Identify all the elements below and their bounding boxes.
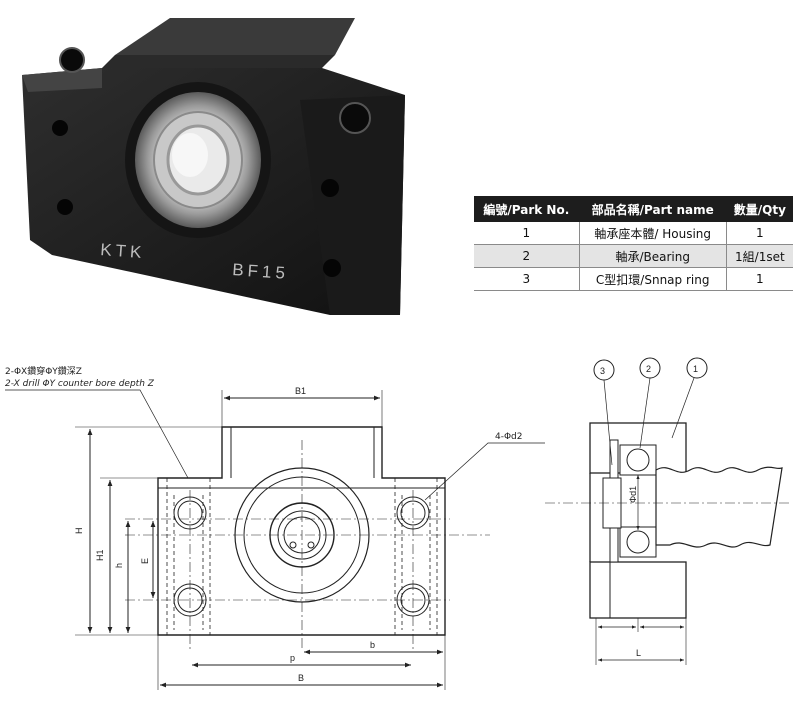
front-view-outline	[157, 426, 446, 636]
cell-part-no: 1	[474, 221, 580, 245]
header-part-no: 編號/Park No.	[474, 196, 580, 222]
table-header-row: 編號/Park No. 部品名稱/Part name 數量/Qty	[474, 196, 793, 222]
side-view-housing-bottom	[589, 561, 687, 619]
cell-part-no: 3	[474, 267, 580, 291]
mount-hole	[52, 120, 68, 136]
label-p: p	[290, 653, 295, 663]
label-b: b	[370, 640, 375, 650]
cell-part-name: 軸承/Bearing	[578, 244, 727, 268]
label-L: L	[636, 648, 641, 658]
label-h: h	[114, 563, 124, 568]
note-counterbore-en: 2-X drill ΦY counter bore depth Z	[5, 379, 155, 389]
note-counterbore-cn: 2-ΦX鑽穿ΦY鑽深Z	[5, 365, 82, 377]
cell-qty: 1組/1set	[725, 244, 793, 268]
label-E: E	[140, 558, 150, 564]
header-qty: 數量/Qty	[725, 196, 793, 222]
table-row: 2 軸承/Bearing 1組/1set	[474, 244, 793, 268]
table-row: 3 C型扣環/Snnap ring 1	[474, 267, 793, 291]
mount-hole	[177, 500, 203, 526]
callout-circle	[686, 357, 708, 379]
callout-number: 3	[600, 366, 605, 376]
note-holes: 4-Φd2	[495, 432, 523, 442]
product-photo: KTK BF15	[22, 18, 405, 315]
parts-table: 編號/Park No. 部品名稱/Part name 數量/Qty 1 軸承座本…	[474, 196, 793, 291]
mount-hole	[400, 500, 426, 526]
table-row: 1 軸承座本體/ Housing 1	[474, 221, 793, 245]
engraving-model: BF15	[232, 260, 290, 283]
header-part-name: 部品名稱/Part name	[578, 196, 727, 222]
cell-part-name: C型扣環/Snnap ring	[578, 267, 727, 291]
bearing-ball	[626, 448, 650, 472]
label-B1: B1	[295, 386, 306, 396]
technical-drawing: 2-ΦX鑽穿ΦY鑽深Z 2-X drill ΦY counter bore de…	[5, 357, 790, 690]
housing-top-boss	[115, 18, 355, 55]
label-H1: H1	[95, 549, 105, 561]
threaded-shaft	[655, 466, 783, 548]
mount-hole	[57, 199, 73, 215]
cell-qty: 1	[725, 267, 793, 291]
label-B: B	[298, 673, 304, 683]
label-d1: Φd1	[628, 486, 638, 503]
cell-part-no: 2	[474, 244, 580, 268]
bearing-ball	[626, 530, 650, 554]
cell-qty: 1	[725, 221, 793, 245]
mount-hole	[323, 259, 341, 277]
mount-hole	[339, 102, 371, 134]
callout-number: 2	[646, 364, 651, 374]
callout-number: 1	[693, 364, 698, 374]
leader-holes	[424, 442, 545, 501]
mount-hole	[59, 47, 85, 73]
engraving-brand: KTK	[100, 240, 146, 262]
mount-hole	[321, 179, 339, 197]
cell-part-name: 軸承座本體/ Housing	[578, 221, 727, 245]
leader-counterbore	[5, 389, 189, 479]
label-H: H	[74, 528, 84, 535]
